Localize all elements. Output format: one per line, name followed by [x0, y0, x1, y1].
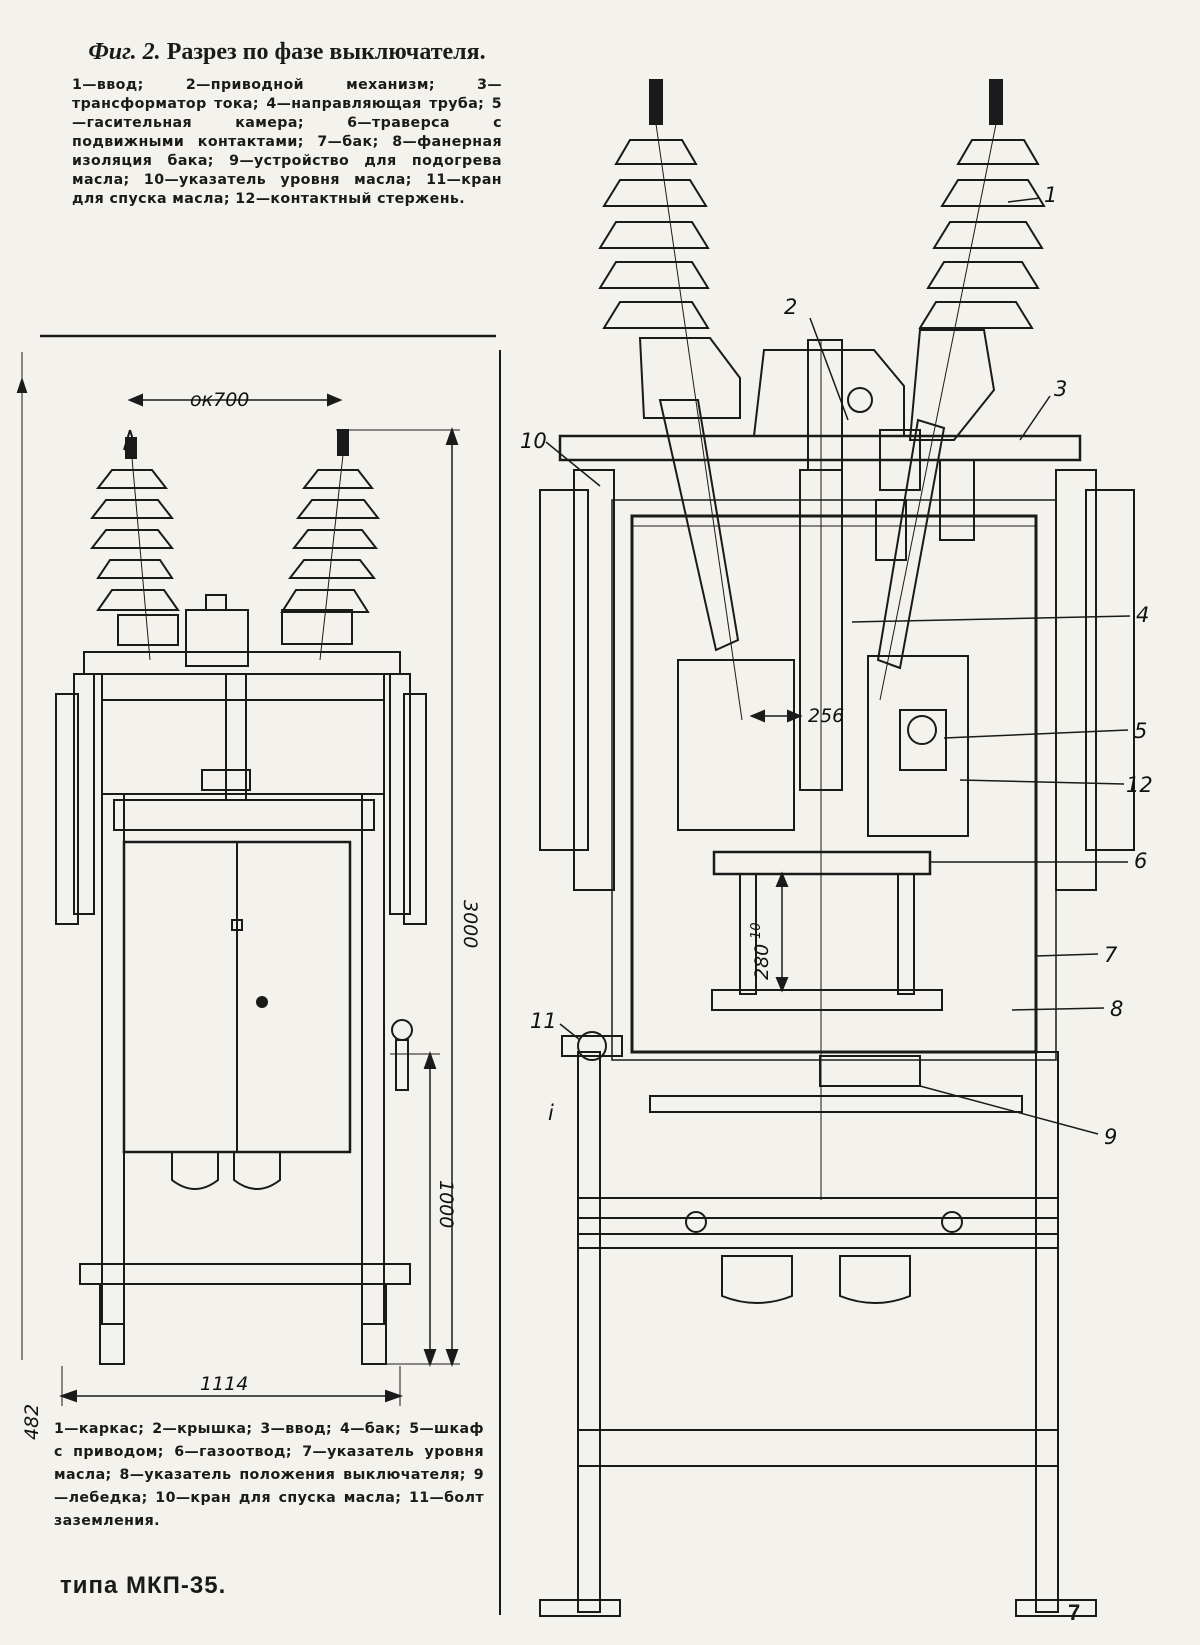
dim-top-width: ок700 — [190, 389, 249, 411]
section-view: 256 280-10 i — [520, 80, 1153, 1616]
callout-9: 9 — [1104, 1125, 1117, 1149]
dim-base-width: 1114 — [200, 1373, 248, 1395]
section-left-insulator — [600, 80, 742, 720]
front-view: ок700 3000 — [18, 352, 481, 1440]
section-marker: i — [548, 1101, 554, 1125]
dim-height-total: 3000 — [459, 900, 481, 948]
dim-height-lower: 1000 — [435, 1180, 457, 1228]
callout-8: 8 — [1110, 997, 1123, 1021]
callout-6: 6 — [1134, 849, 1147, 873]
callout-1: 1 — [1044, 183, 1057, 207]
dim-stroke-tol: -10 — [749, 923, 764, 944]
callout-12: 12 — [1126, 773, 1153, 797]
callout-3: 3 — [1054, 377, 1067, 401]
callout-4: 4 — [1136, 603, 1149, 627]
callout-7: 7 — [1104, 943, 1118, 967]
callout-11: 11 — [530, 1009, 557, 1033]
callout-5: 5 — [1134, 719, 1147, 743]
section-right-insulator — [876, 80, 1044, 700]
dim-offset: 482 — [21, 1404, 43, 1440]
front-left-insulator — [92, 430, 178, 660]
front-right-insulator — [282, 430, 378, 660]
callout-10: 10 — [520, 429, 547, 453]
callout-2: 2 — [784, 295, 797, 319]
dim-stroke: 280-10 — [749, 923, 773, 981]
dim-stroke-value: 280 — [751, 944, 773, 980]
dim-contact-gap: 256 — [808, 705, 844, 727]
